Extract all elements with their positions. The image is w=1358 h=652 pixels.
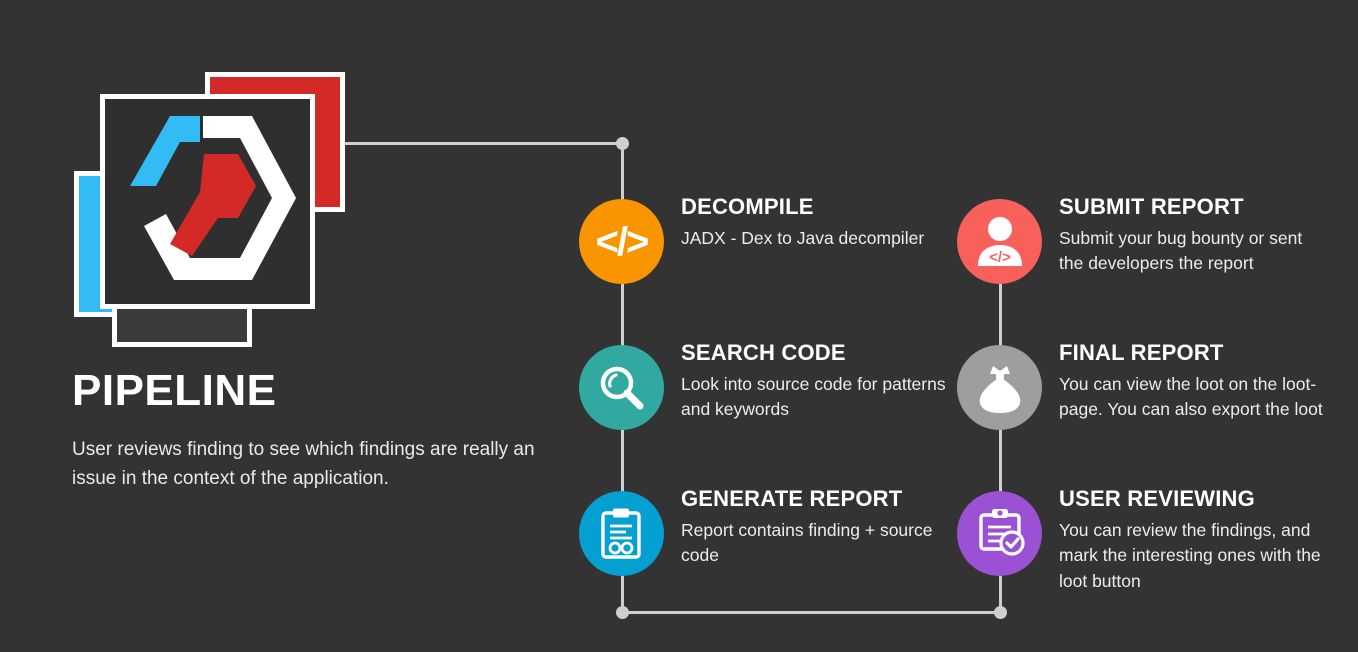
connector-bottom-horizontal	[621, 611, 1001, 614]
user-reviewing-icon-circle	[957, 491, 1042, 576]
decompile-title: DECOMPILE	[681, 194, 814, 219]
magnifier-icon	[600, 366, 643, 409]
connector-right-v2	[999, 430, 1002, 492]
page-subtitle: User reviews finding to see which findin…	[72, 439, 535, 489]
logo-hexagon-mark	[130, 116, 296, 280]
svg-text:</>: </>	[989, 249, 1011, 266]
user-reviewing-description: You can review the findings, and mark th…	[1059, 520, 1321, 591]
generate-report-text: GENERATE REPORT Report contains finding …	[681, 486, 951, 569]
final-report-description: You can view the loot on the loot-page. …	[1059, 374, 1323, 420]
decompile-description: JADX - Dex to Java decompiler	[681, 228, 925, 248]
final-report-title: FINAL REPORT	[1059, 340, 1224, 365]
decompile-text: DECOMPILE JADX - Dex to Java decompiler	[681, 194, 951, 251]
clipboard-check-icon	[978, 508, 1025, 556]
user-reviewing-title: USER REVIEWING	[1059, 486, 1255, 511]
final-report-text: FINAL REPORT You can view the loot on th…	[1059, 340, 1329, 423]
search-code-icon-circle	[579, 345, 664, 430]
connector-top-horizontal	[345, 142, 623, 145]
submit-report-text: SUBMIT REPORT Submit your bug bounty or …	[1059, 194, 1329, 277]
search-code-text: SEARCH CODE Look into source code for pa…	[681, 340, 951, 423]
connector-left-v1	[621, 142, 624, 200]
app-logo	[70, 66, 370, 347]
connector-left-v2	[621, 284, 624, 346]
submit-report-description: Submit your bug bounty or sent the devel…	[1059, 228, 1303, 274]
loot-bag-icon	[979, 365, 1020, 413]
generate-report-title: GENERATE REPORT	[681, 486, 903, 511]
user-reviewing-text: USER REVIEWING You can review the findin…	[1059, 486, 1329, 594]
submit-report-title: SUBMIT REPORT	[1059, 194, 1244, 219]
connector-left-v4	[621, 576, 624, 614]
connector-right-v3	[999, 576, 1002, 614]
final-report-icon-circle	[957, 345, 1042, 430]
submit-report-icon-circle: </>	[957, 199, 1042, 284]
connector-left-v3	[621, 430, 624, 492]
headline-block: PIPELINE User reviews finding to see whi…	[72, 366, 542, 493]
search-code-description: Look into source code for patterns and k…	[681, 374, 946, 420]
person-code-icon: </>	[977, 216, 1022, 266]
code-brackets-icon: </>	[595, 219, 650, 264]
decompile-icon-circle: </>	[579, 199, 664, 284]
search-code-title: SEARCH CODE	[681, 340, 846, 365]
connector-right-v1	[999, 284, 1002, 346]
generate-report-icon-circle	[579, 491, 664, 576]
page-title: PIPELINE	[72, 366, 277, 415]
generate-report-description: Report contains finding + source code	[681, 520, 933, 566]
clipboard-code-icon	[600, 508, 641, 559]
